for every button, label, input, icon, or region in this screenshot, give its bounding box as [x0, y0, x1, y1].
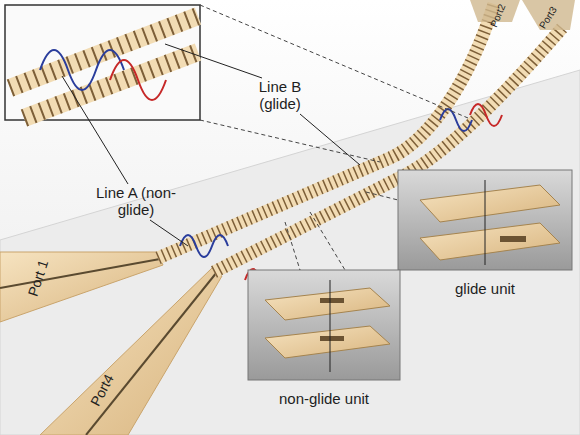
leader-line	[62, 76, 128, 184]
plate-slot	[500, 236, 526, 242]
nonglide-plate	[265, 288, 390, 320]
wave	[470, 104, 502, 126]
taper-slot	[86, 272, 217, 435]
strip-line-b	[214, 28, 562, 272]
nonglide-plate	[265, 326, 390, 358]
glide-plate	[420, 223, 560, 260]
inset-panel: non-glide unit	[248, 270, 400, 407]
zoom-slots	[24, 52, 198, 118]
inset-frame	[398, 170, 572, 270]
wave	[440, 109, 472, 131]
axis	[485, 180, 486, 265]
line-callout: Line B (glide)	[250, 78, 310, 113]
leader-line	[150, 220, 188, 246]
inset-caption: non-glide unit	[248, 390, 400, 407]
axis	[330, 280, 331, 372]
zoom-leader	[200, 120, 380, 162]
taper-slot	[0, 259, 160, 288]
zoom-leader	[200, 5, 468, 118]
port-taper	[40, 268, 222, 435]
inset-caption: glide unit	[398, 280, 572, 297]
ground-plane	[0, 70, 580, 435]
wave	[110, 60, 166, 100]
glide-plate	[420, 185, 560, 222]
inset-leader	[366, 192, 398, 200]
zoom-inset	[5, 5, 200, 120]
inset-panel: glide unit	[398, 170, 572, 297]
strip-slots	[214, 28, 562, 272]
plate-slot	[320, 298, 344, 303]
inset-leader	[285, 222, 300, 270]
leader-line	[165, 44, 262, 78]
line-callout: Line A (non-glide)	[92, 184, 180, 219]
port-taper	[0, 252, 163, 322]
zoom-strip	[24, 52, 198, 118]
inset-frame	[248, 270, 400, 380]
plate-slot	[320, 336, 344, 341]
inset-leader	[310, 212, 345, 270]
zoom-slots	[10, 16, 198, 88]
zoom-strip	[10, 16, 198, 88]
wave	[40, 50, 124, 90]
leader-line	[300, 114, 360, 165]
